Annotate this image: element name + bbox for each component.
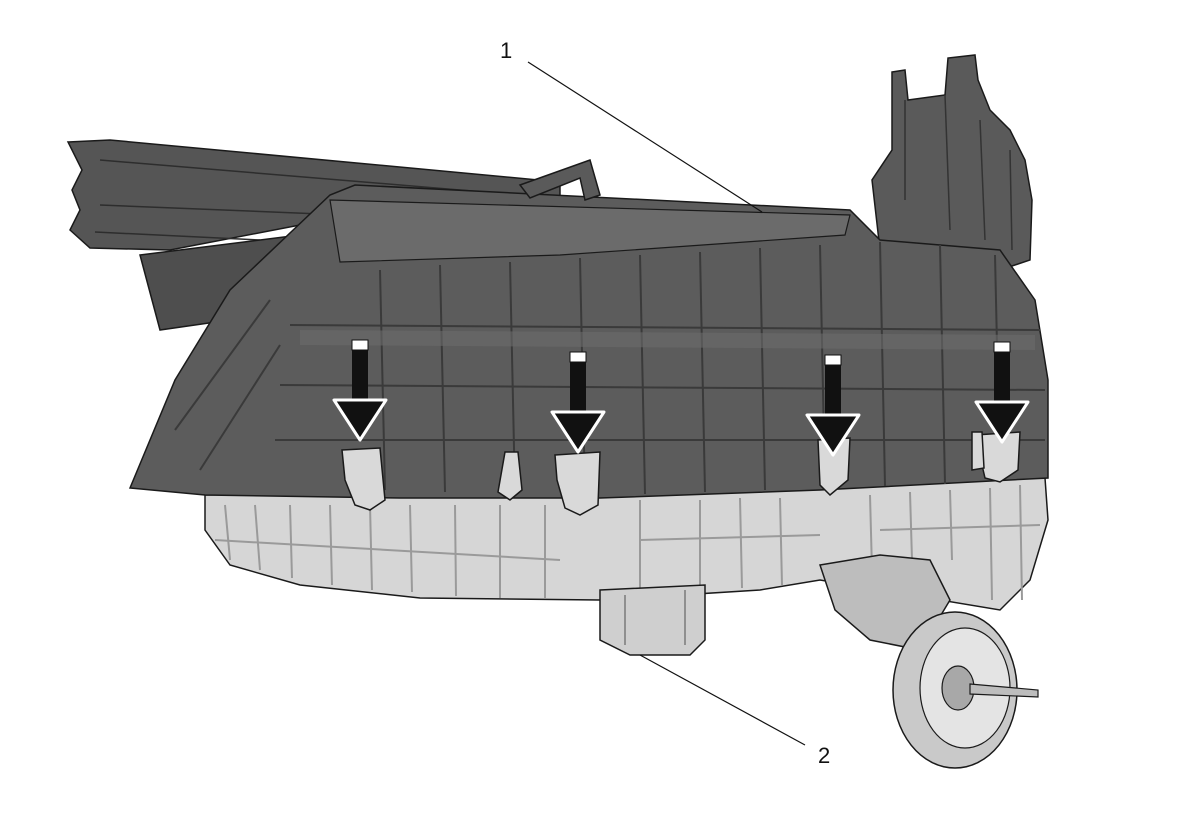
callout-label-1: 1 [500,38,513,63]
upper-tower [871,54,1033,271]
leader-line-2 [639,654,806,746]
blower-motor [819,554,1039,769]
retaining-clips [341,431,1021,516]
clip-arrow-1 [332,339,388,442]
clip-arrow-2 [550,351,606,454]
clip-arrow-3 [805,354,861,457]
callout-label-2: 2 [818,743,831,768]
clip-arrow-4 [974,341,1030,444]
arrows-layer [332,339,1030,457]
leader-line-1 [527,61,763,213]
